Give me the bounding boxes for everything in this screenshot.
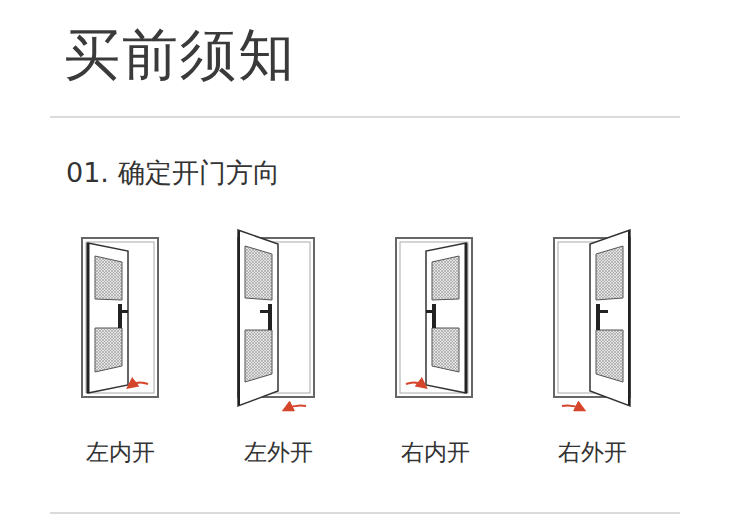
door-caption: 右外开: [558, 440, 627, 465]
section-heading: 01. 确定开门方向: [66, 158, 280, 188]
door-caption: 右内开: [401, 440, 470, 465]
divider: [50, 512, 680, 514]
door-figure: [238, 230, 314, 409]
door-figure: [396, 238, 472, 397]
door-caption: 左外开: [244, 440, 313, 465]
door-figure: [82, 238, 158, 397]
divider: [50, 116, 680, 118]
door-caption: 左内开: [86, 440, 155, 465]
page-title: 买前须知: [64, 24, 296, 86]
door-figure: [554, 230, 630, 409]
